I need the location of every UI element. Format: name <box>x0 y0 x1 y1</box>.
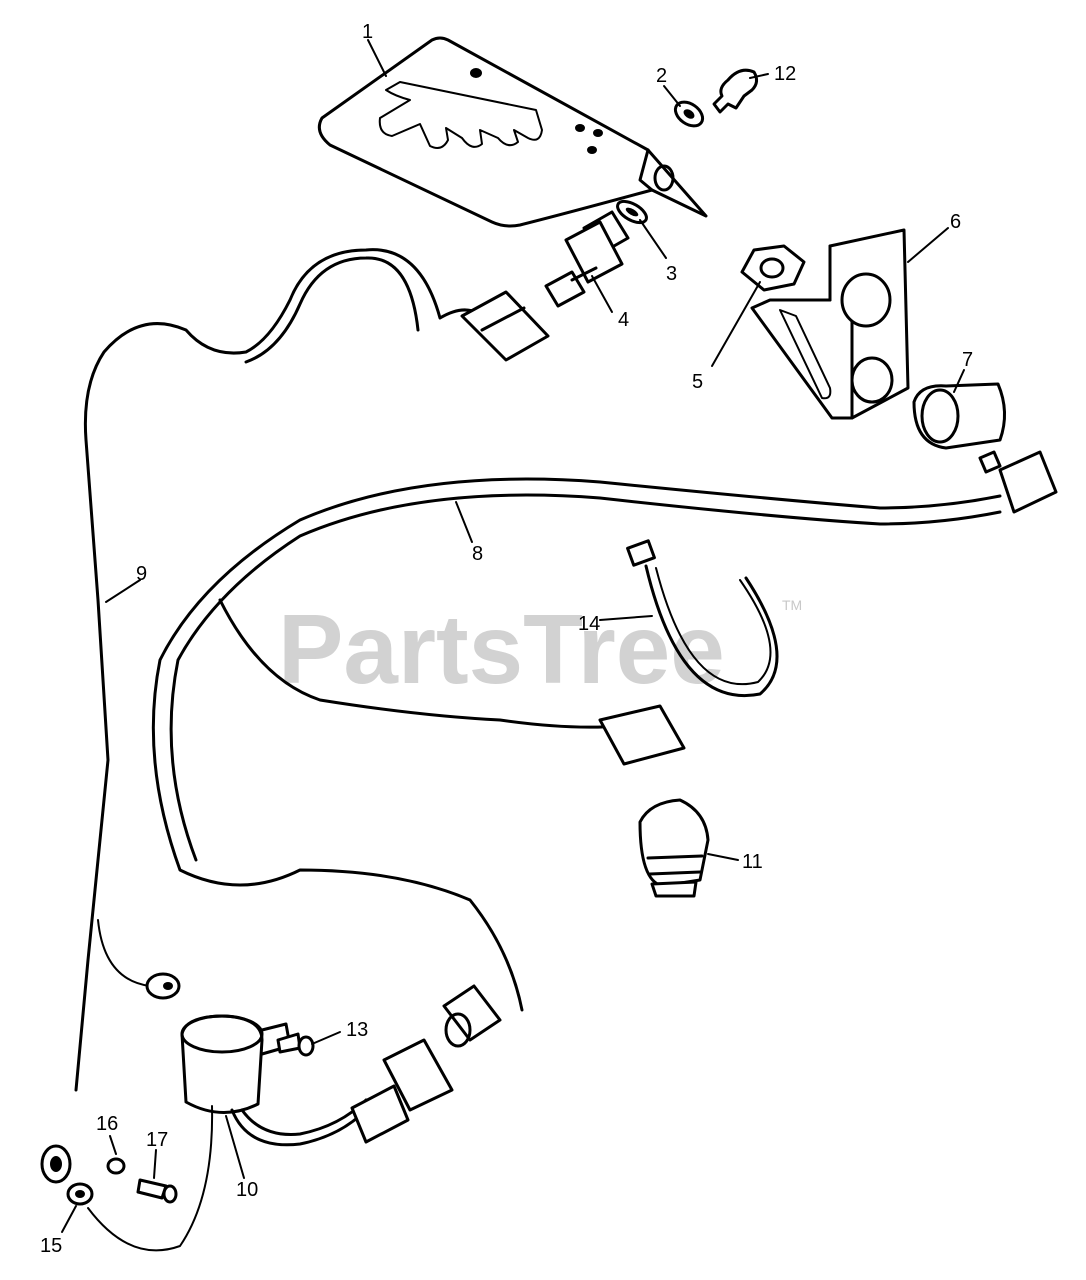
part-17-bolt <box>136 1178 178 1204</box>
part-8-harness <box>151 450 1058 1048</box>
part-6-bracket <box>750 228 910 420</box>
callout-1: 1 <box>362 21 373 43</box>
part-9-harness <box>40 248 550 1184</box>
part-5-hex-nut <box>740 244 806 292</box>
callout-3: 3 <box>666 263 677 285</box>
callout-9: 9 <box>136 563 147 585</box>
part-15-washer <box>66 1182 94 1206</box>
part-13-screw <box>276 1032 315 1057</box>
callouts: 1 2 3 4 5 6 7 8 9 10 11 12 13 14 15 16 1… <box>40 21 973 1257</box>
callout-2: 2 <box>656 65 667 87</box>
part-11-switch <box>638 798 710 898</box>
callout-4: 4 <box>618 309 629 331</box>
callout-8: 8 <box>472 543 483 565</box>
callout-7: 7 <box>962 349 973 371</box>
watermark: PartsTree TM <box>278 594 802 704</box>
callout-6: 6 <box>950 211 961 233</box>
part-2-nut <box>673 100 705 128</box>
callout-16: 16 <box>96 1113 118 1135</box>
callout-17: 17 <box>146 1129 168 1151</box>
part-14-cable-tie <box>626 539 779 697</box>
callout-11: 11 <box>742 851 763 873</box>
callout-12: 12 <box>774 63 796 85</box>
part-12-key <box>712 68 759 114</box>
part-3-washer <box>616 199 648 225</box>
part-4-switch <box>544 210 630 308</box>
callout-15: 15 <box>40 1235 62 1257</box>
watermark-brand: PartsTree <box>278 594 725 704</box>
part-10-relay <box>87 1014 454 1252</box>
part-7-sensor <box>912 382 1006 474</box>
part-1-heat-shield <box>317 36 708 228</box>
callout-14: 14 <box>578 613 600 635</box>
leader-lines <box>61 39 965 1233</box>
callout-13: 13 <box>346 1019 368 1041</box>
callout-10: 10 <box>236 1179 258 1201</box>
callout-5: 5 <box>692 371 703 393</box>
watermark-trademark: TM <box>782 597 802 613</box>
part-16-nut <box>106 1157 126 1175</box>
